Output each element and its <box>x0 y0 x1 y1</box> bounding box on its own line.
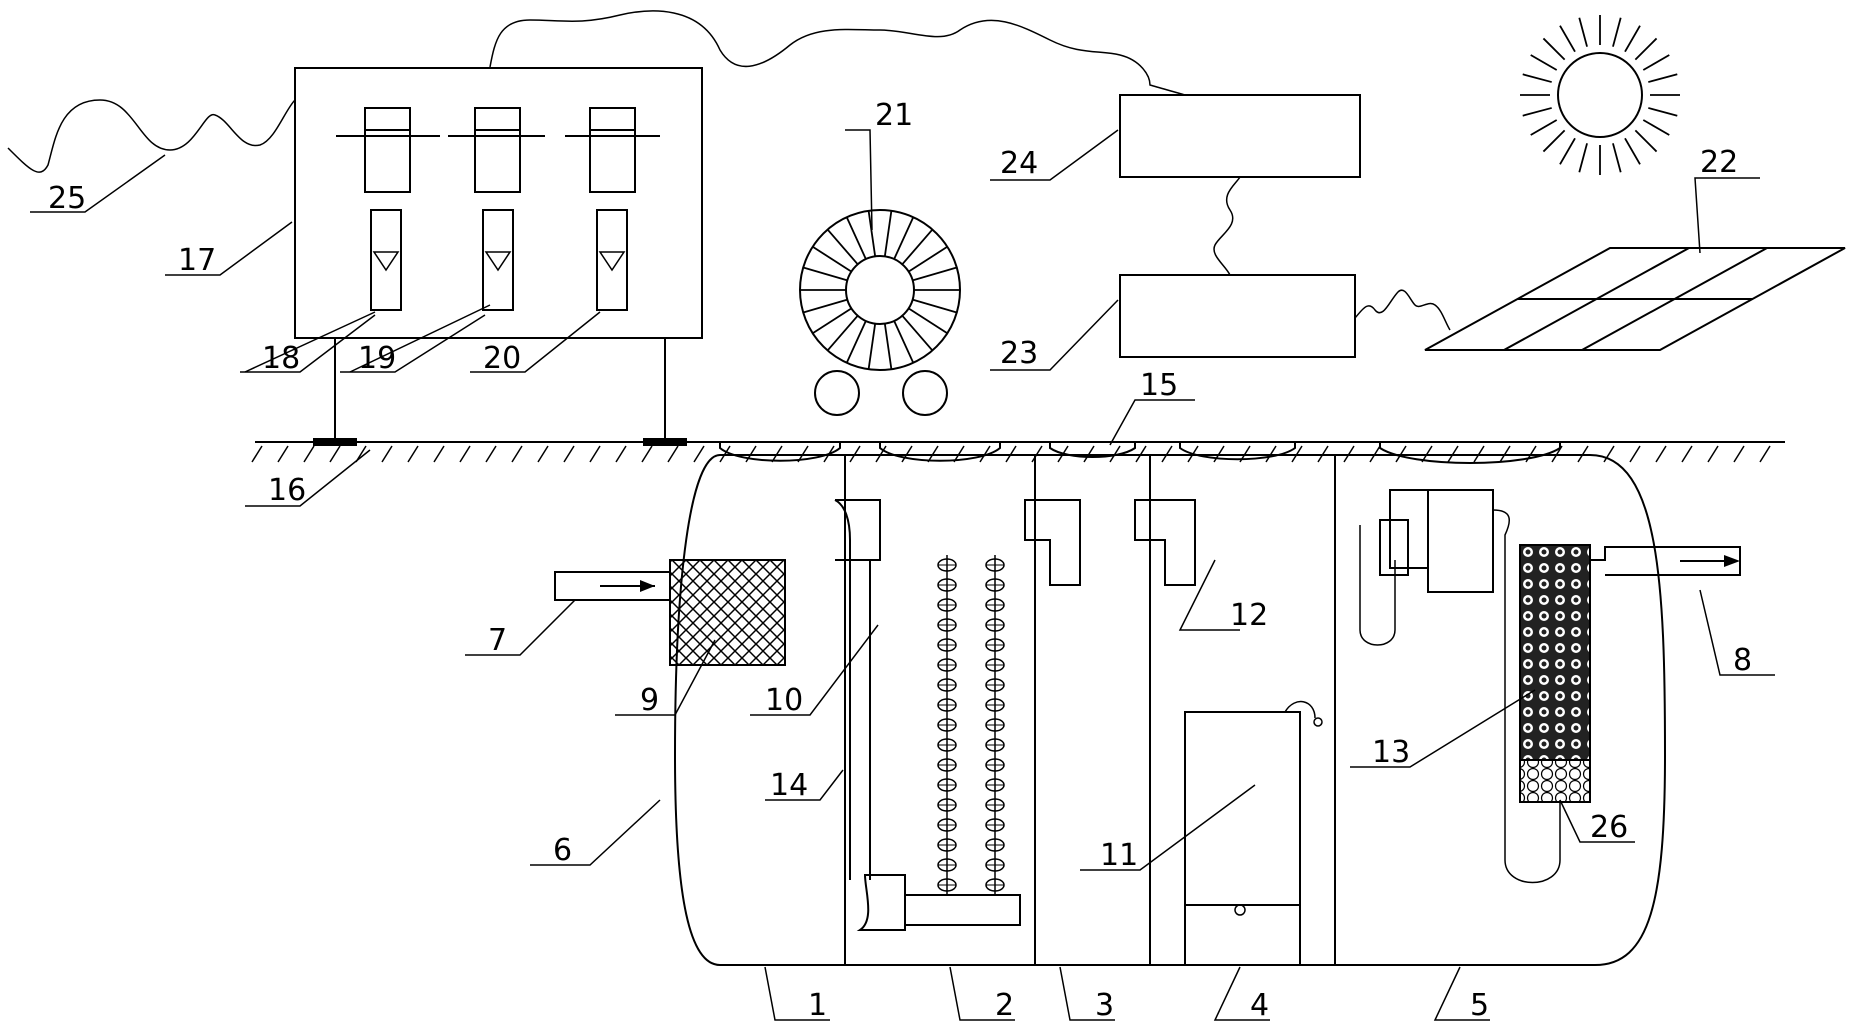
solar-panel <box>1424 247 1846 351</box>
control-box <box>294 67 703 446</box>
label-1: 1 <box>808 988 827 1023</box>
flow-meter-2 <box>448 107 545 311</box>
label-20: 20 <box>483 341 521 376</box>
blower-fan <box>799 209 961 416</box>
riser-pipe <box>834 499 1021 931</box>
flow-meter-3 <box>565 107 660 311</box>
label-5: 5 <box>1470 988 1489 1023</box>
label-24: 24 <box>1000 146 1038 181</box>
label-26: 26 <box>1590 810 1628 845</box>
label-15: 15 <box>1140 368 1178 403</box>
wire-17-24 <box>489 10 1186 96</box>
controller-box-24 <box>1119 94 1361 178</box>
disinfection-unit <box>1359 489 1561 884</box>
label-21: 21 <box>875 98 913 133</box>
label-13: 13 <box>1372 735 1410 770</box>
label-3: 3 <box>1095 988 1114 1023</box>
label-12: 12 <box>1230 598 1268 633</box>
ground-line <box>251 441 1785 463</box>
label-9: 9 <box>640 683 659 718</box>
transfer-elbow-2 <box>1134 499 1196 586</box>
aeration-media <box>937 555 1005 895</box>
wire-24-23 <box>1213 176 1241 276</box>
settling-unit <box>1184 700 1323 966</box>
label-11: 11 <box>1100 838 1138 873</box>
grille-screen <box>669 559 786 666</box>
label-16: 16 <box>268 473 306 508</box>
label-18: 18 <box>262 341 300 376</box>
label-4: 4 <box>1250 988 1269 1023</box>
label-14: 14 <box>770 768 808 803</box>
leader-lines <box>30 129 1775 1021</box>
battery-box-23 <box>1119 274 1356 358</box>
tank-body <box>673 454 1667 966</box>
label-22: 22 <box>1700 145 1738 180</box>
label-7: 7 <box>488 623 507 658</box>
label-23: 23 <box>1000 336 1038 371</box>
label-10: 10 <box>765 683 803 718</box>
outlet-pipe <box>1590 546 1741 576</box>
label-25: 25 <box>48 181 86 216</box>
label-19: 19 <box>358 341 396 376</box>
label-17: 17 <box>178 243 216 278</box>
wire-25 <box>7 99 296 173</box>
transfer-elbow-1 <box>1024 499 1081 586</box>
label-2: 2 <box>995 988 1014 1023</box>
filter-column <box>1519 544 1591 803</box>
wire-23-22 <box>1354 289 1451 331</box>
flow-meter-1 <box>336 107 440 311</box>
label-8: 8 <box>1733 643 1752 678</box>
manhole-covers <box>719 441 1561 464</box>
sun <box>1520 15 1680 175</box>
inlet-pipe <box>554 571 671 601</box>
label-6: 6 <box>553 833 572 868</box>
